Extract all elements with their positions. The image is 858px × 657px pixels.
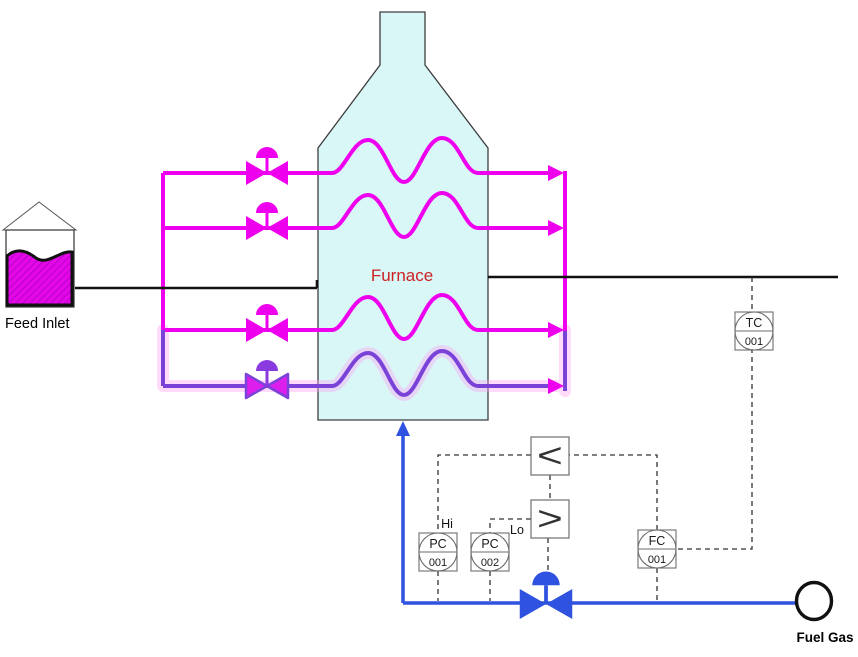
high-select-block: > [530, 499, 570, 539]
pass2-flow-arrow [548, 220, 564, 236]
pass4-coil [318, 348, 488, 398]
high-select-icon: > [537, 500, 563, 538]
feed-tank-roof [1, 201, 78, 231]
pass3-coil [318, 292, 488, 342]
instrument-tag: TC [746, 316, 763, 330]
instrument-number: 002 [481, 557, 499, 569]
fuel-gas-source [794, 580, 834, 622]
pass1-coil [318, 135, 488, 185]
furnace-body [317, 11, 489, 421]
hi-note: Hi [441, 517, 453, 531]
feed-tank-liquid [5, 249, 74, 307]
low-select-icon: < [537, 437, 563, 475]
pass2-coil [318, 190, 488, 240]
signal-tc-to-fc [676, 348, 753, 550]
low-select-block: < [530, 436, 570, 476]
instrument-tc-001: TC 001 [734, 311, 774, 351]
instrument-pc-002: PC 002 [470, 532, 510, 572]
fuel-gas-line [401, 434, 797, 605]
instrument-number: 001 [648, 554, 666, 566]
pass1-flow-arrow [548, 165, 564, 181]
feed-tank [1, 201, 78, 308]
pass2-valve [244, 200, 290, 242]
pass3-valve [244, 302, 290, 344]
instrument-tag: FC [649, 534, 666, 548]
fuel-control-valve [517, 569, 575, 621]
instrument-fc-001: FC 001 [637, 529, 677, 569]
pass1-valve [244, 145, 290, 187]
furnace-label: Furnace [371, 266, 433, 285]
pass3-flow-arrow [548, 322, 564, 338]
instrument-pc-001: PC 001 [418, 532, 458, 572]
instrument-number: 001 [745, 336, 763, 348]
pass4-flow-arrow [548, 378, 564, 394]
pass4-valve-highlighted [244, 360, 290, 400]
fuel-gas-label: Fuel Gas [796, 630, 853, 645]
fuel-gas-piping [396, 421, 834, 622]
pass4-piping-highlighted [161, 330, 567, 398]
instrument-number: 001 [429, 557, 447, 569]
signal-low-select-to-pc001 [437, 454, 531, 533]
instrument-tag: PC [481, 537, 498, 551]
signal-high-select-to-pc002 [489, 518, 531, 533]
fuel-to-furnace-arrow [396, 421, 410, 436]
feed-inlet-label: Feed Inlet [5, 316, 70, 332]
signal-lines [437, 277, 753, 601]
feed-distribution-piping [161, 135, 567, 342]
instrument-tag: PC [429, 537, 446, 551]
signal-fc-to-low-select [569, 454, 658, 530]
lo-note: Lo [510, 523, 524, 537]
feed-line [75, 280, 319, 290]
